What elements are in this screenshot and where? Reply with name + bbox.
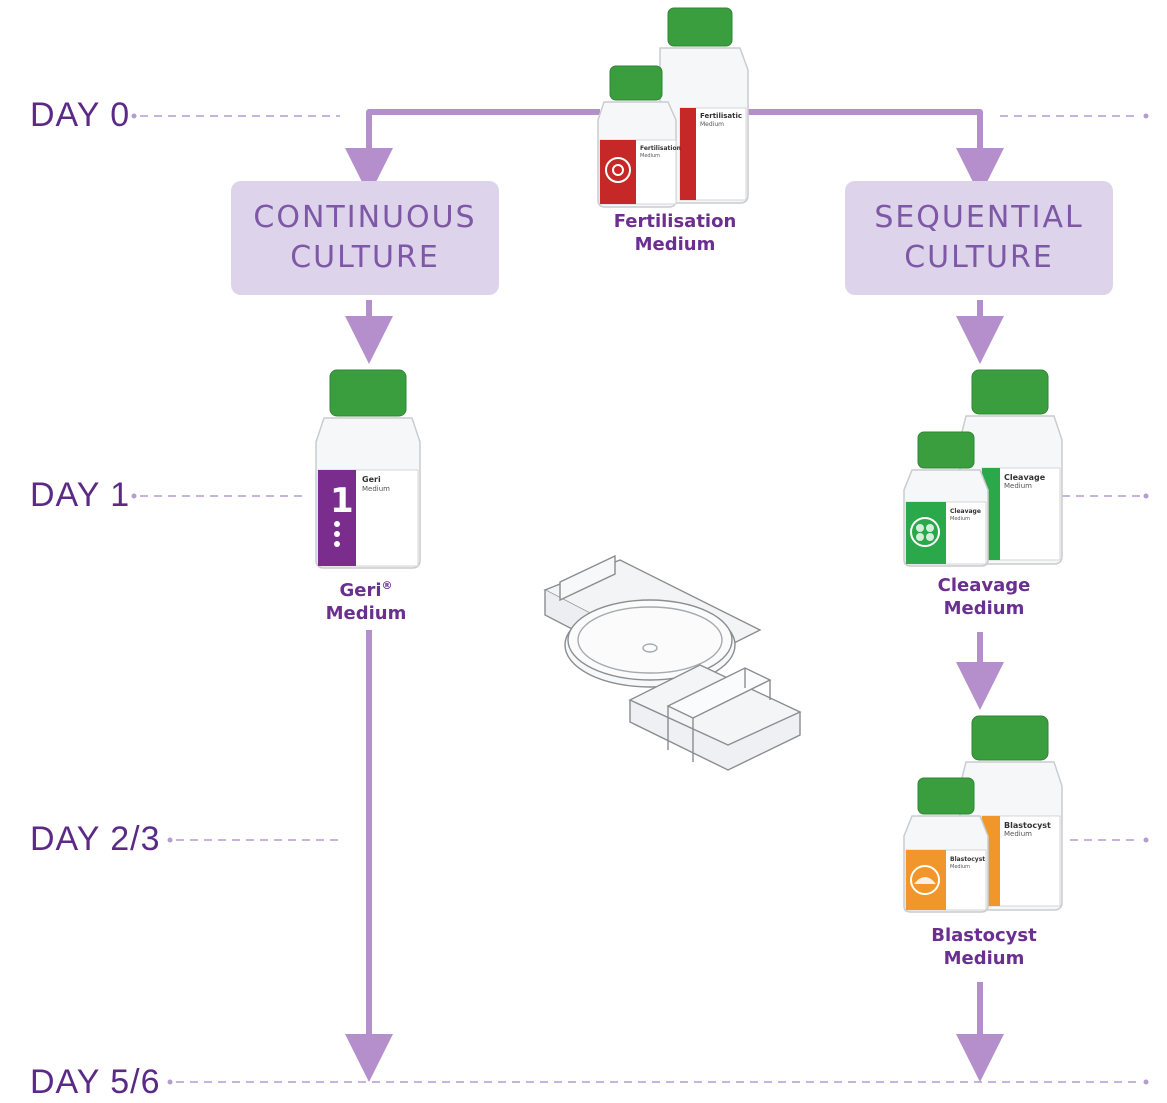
svg-text:Cleavage: Cleavage bbox=[950, 508, 981, 515]
cleavage-line2: Medium bbox=[943, 598, 1025, 619]
top-split-connector bbox=[345, 109, 1004, 196]
fertilisation-bottle-back: Fertilisatic Medium bbox=[659, 7, 749, 204]
cleavage-medium-label: Cleavage Medium bbox=[910, 574, 1058, 620]
svg-text:Medium: Medium bbox=[1004, 830, 1032, 838]
blastocyst-bottle-back: Blastocyst Medium bbox=[959, 715, 1063, 911]
svg-text:Medium: Medium bbox=[640, 153, 660, 159]
fertilisation-line1: Fertilisation bbox=[613, 211, 737, 232]
blastocyst-medium-label: Blastocyst Medium bbox=[910, 924, 1058, 970]
continuous-culture-box: CONTINUOUS CULTURE bbox=[231, 181, 499, 295]
sequential-culture-line2: CULTURE bbox=[904, 240, 1054, 275]
svg-text:Medium: Medium bbox=[950, 864, 970, 870]
svg-text:Geri: Geri bbox=[362, 475, 381, 484]
culture-dish-illustration bbox=[543, 554, 802, 771]
svg-text:1: 1 bbox=[330, 481, 354, 521]
continuous-culture-line2: CULTURE bbox=[290, 240, 440, 275]
continuous-culture-line1: CONTINUOUS bbox=[253, 200, 477, 235]
svg-text:Medium: Medium bbox=[362, 485, 390, 493]
svg-text:Medium: Medium bbox=[950, 516, 970, 522]
blastocyst-line1: Blastocyst bbox=[931, 925, 1037, 946]
day-0-label: DAY 0 bbox=[30, 96, 131, 134]
fertilisation-bottle-front: Fertilisation Medium bbox=[597, 65, 681, 208]
svg-text:Blastocyst: Blastocyst bbox=[1004, 821, 1051, 830]
geri-medium-label: Geri® Medium bbox=[300, 574, 432, 625]
svg-text:Medium: Medium bbox=[700, 121, 724, 128]
svg-text:Fertilisation: Fertilisation bbox=[640, 145, 681, 152]
cleavage-bottle-back: Cleavage Medium bbox=[959, 369, 1063, 565]
geri-bottle: 1 Geri Medium bbox=[315, 369, 421, 569]
fertilisation-medium-label: Fertilisation Medium bbox=[590, 210, 760, 256]
fertilisation-line2: Medium bbox=[634, 234, 716, 255]
day-2-3-label: DAY 2/3 bbox=[30, 820, 161, 858]
svg-text:Fertilisatic: Fertilisatic bbox=[700, 112, 742, 120]
svg-text:Blastocyst: Blastocyst bbox=[950, 856, 985, 863]
sequential-culture-box: SEQUENTIAL CULTURE bbox=[845, 181, 1113, 295]
geri-line2: Medium bbox=[325, 603, 407, 624]
day-1-label: DAY 1 bbox=[30, 476, 131, 514]
svg-text:Medium: Medium bbox=[1004, 482, 1032, 490]
day-5-6-label: DAY 5/6 bbox=[30, 1063, 161, 1101]
day23-ruler bbox=[167, 837, 1149, 843]
cleavage-bottles: Cleavage Medium Cleavage Medium bbox=[903, 369, 1063, 567]
cleavage-bottle-front: Cleavage Medium bbox=[903, 431, 989, 567]
blastocyst-bottles: Blastocyst Medium Blastocyst Medium bbox=[903, 715, 1063, 913]
day56-ruler bbox=[167, 1079, 1149, 1085]
cleavage-line1: Cleavage bbox=[937, 575, 1031, 596]
blastocyst-line2: Medium bbox=[943, 948, 1025, 969]
day0-ruler bbox=[131, 113, 1149, 119]
blastocyst-bottle-front: Blastocyst Medium bbox=[903, 777, 989, 913]
sequential-culture-line1: SEQUENTIAL bbox=[874, 200, 1084, 235]
geri-line1: Geri® bbox=[339, 579, 393, 601]
fertilisation-bottles: Fertilisatic Medium Fertilisation Medium bbox=[597, 7, 749, 208]
svg-text:Cleavage: Cleavage bbox=[1004, 473, 1046, 482]
